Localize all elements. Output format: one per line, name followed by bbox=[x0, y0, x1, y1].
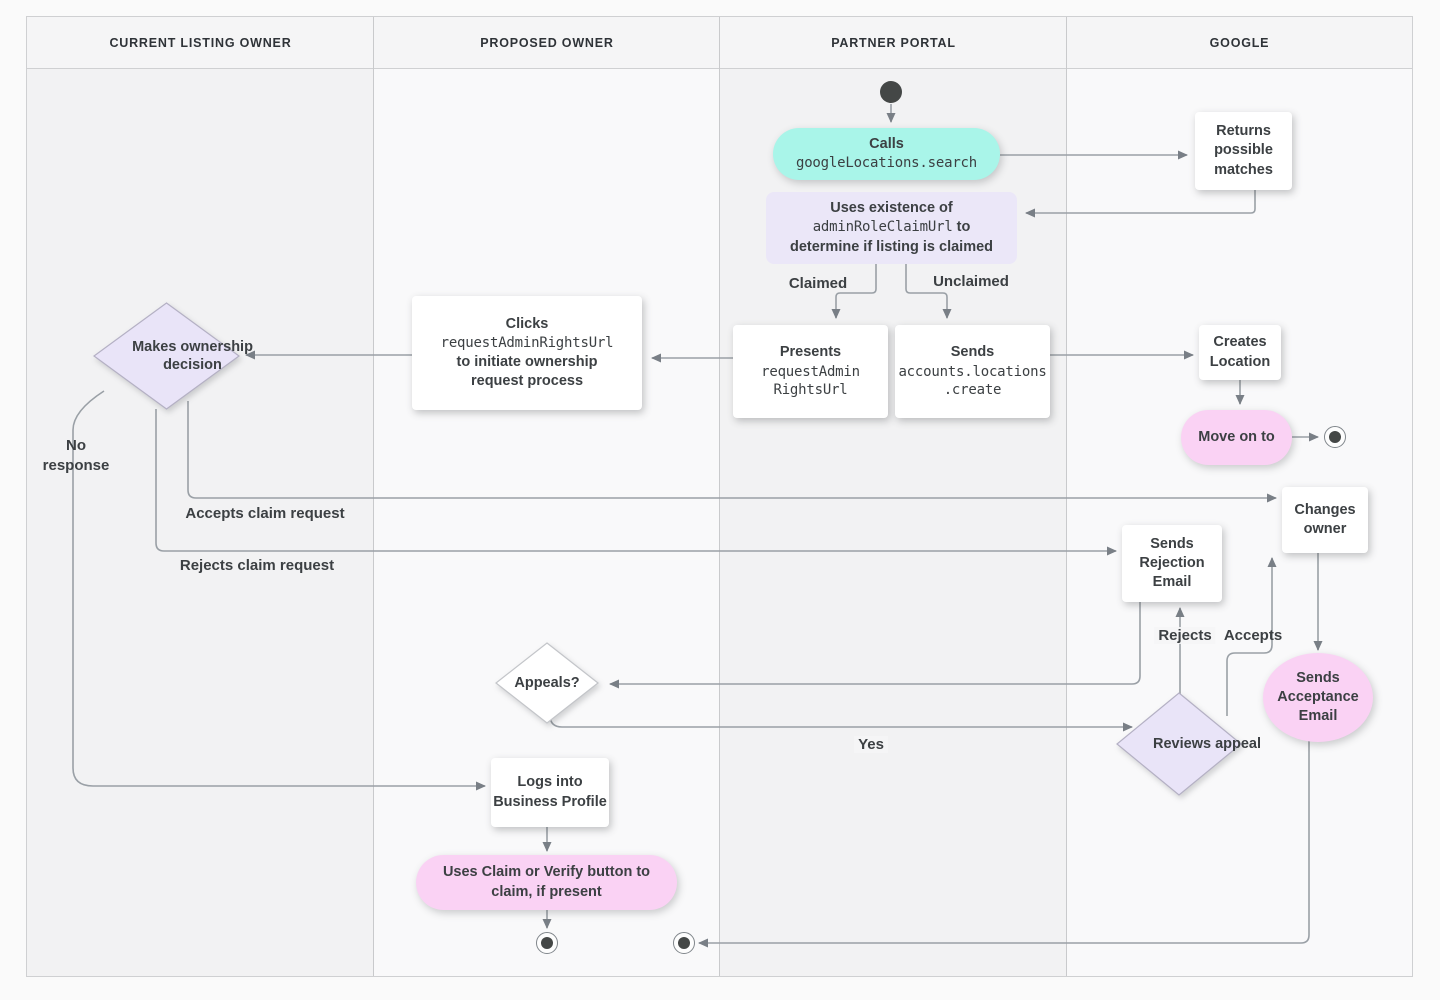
lane-header-google: GOOGLE bbox=[1067, 17, 1412, 69]
node-uses-claim-or-verify: Uses Claim or Verify button to claim, if… bbox=[416, 855, 677, 910]
node-sends-rejection-email: Sends Rejection Email bbox=[1122, 525, 1222, 602]
node-code: requestAdminRightsUrl bbox=[440, 335, 614, 352]
lane-header-proposed-owner: PROPOSED OWNER bbox=[374, 17, 720, 69]
node-makes-ownership-decision: Makes ownership decision bbox=[93, 302, 253, 410]
lane-current-listing-owner bbox=[27, 69, 374, 976]
node-code: accounts.locations bbox=[898, 363, 1047, 380]
node-code: .create bbox=[943, 382, 1002, 399]
node-logs-into-business-profile: Logs into Business Profile bbox=[491, 758, 609, 827]
node-code: googleLocations.search bbox=[795, 155, 978, 172]
start-node bbox=[880, 81, 902, 103]
lane-divider bbox=[373, 17, 374, 976]
edge-label-unclaimed: Unclaimed bbox=[933, 273, 1009, 290]
node-title: Clicks bbox=[505, 316, 549, 333]
node-code: RightsUrl bbox=[773, 382, 848, 399]
lane-header-partner-portal: PARTNER PORTAL bbox=[720, 17, 1067, 69]
end-node-acceptance bbox=[673, 932, 695, 954]
diamond-shape bbox=[1116, 692, 1242, 796]
edge-label-accepts-claim-request: Accepts claim request bbox=[185, 505, 345, 522]
end-node-claim bbox=[536, 932, 558, 954]
node-reviews-appeal: Reviews appeal bbox=[1116, 692, 1261, 796]
node-appeals-decision: Appeals? bbox=[495, 642, 599, 724]
node-line: to initiate ownership bbox=[456, 353, 598, 370]
node-sends-accounts-locations-create: Sends accounts.locations .create bbox=[895, 325, 1050, 418]
node-presents-requestadminrightsurl: Presents requestAdmin RightsUrl bbox=[733, 325, 888, 418]
node-title: Sends bbox=[950, 344, 995, 361]
edge-label-yes: Yes bbox=[854, 736, 888, 753]
lane-divider bbox=[1066, 17, 1067, 976]
node-line: request process bbox=[470, 372, 584, 389]
node-creates-location: Creates Location bbox=[1199, 325, 1281, 380]
node-calls-googlelocations-search: Calls googleLocations.search bbox=[773, 128, 1000, 180]
node-clicks-requestadminrightsurl: Clicks requestAdminRightsUrl to initiate… bbox=[412, 296, 642, 410]
diamond-shape bbox=[495, 642, 599, 724]
edge-label-claimed: Claimed bbox=[788, 275, 848, 292]
node-changes-owner: Changes owner bbox=[1282, 487, 1368, 553]
lane-header-current-listing-owner: CURRENT LISTING OWNER bbox=[27, 17, 374, 69]
node-uses-existence-adminroleclaimurl: Uses existence of adminRoleClaimUrl to d… bbox=[766, 192, 1017, 264]
node-line: adminRoleClaimUrl to bbox=[812, 219, 971, 236]
node-returns-possible-matches: Returns possible matches bbox=[1195, 112, 1292, 190]
edge-label-no-response: No response bbox=[42, 437, 110, 475]
edge-label-rejects: Rejects bbox=[1154, 627, 1216, 644]
node-line: determine if listing is claimed bbox=[789, 238, 994, 255]
lane-divider bbox=[719, 17, 720, 976]
edge-label-rejects-claim-request: Rejects claim request bbox=[179, 557, 335, 574]
edge-label-accepts: Accepts bbox=[1223, 627, 1283, 644]
node-title: Presents bbox=[779, 344, 842, 361]
node-title: Calls bbox=[869, 136, 904, 153]
end-node-move-on bbox=[1324, 426, 1346, 448]
node-line: Uses existence of bbox=[830, 200, 953, 217]
node-code: requestAdmin bbox=[761, 363, 860, 380]
node-sends-acceptance-email: Sends Acceptance Email bbox=[1263, 653, 1373, 742]
node-code: adminRoleClaimUrl bbox=[812, 219, 953, 236]
diamond-shape bbox=[93, 302, 240, 410]
node-move-on-to: Move on to bbox=[1181, 410, 1292, 465]
